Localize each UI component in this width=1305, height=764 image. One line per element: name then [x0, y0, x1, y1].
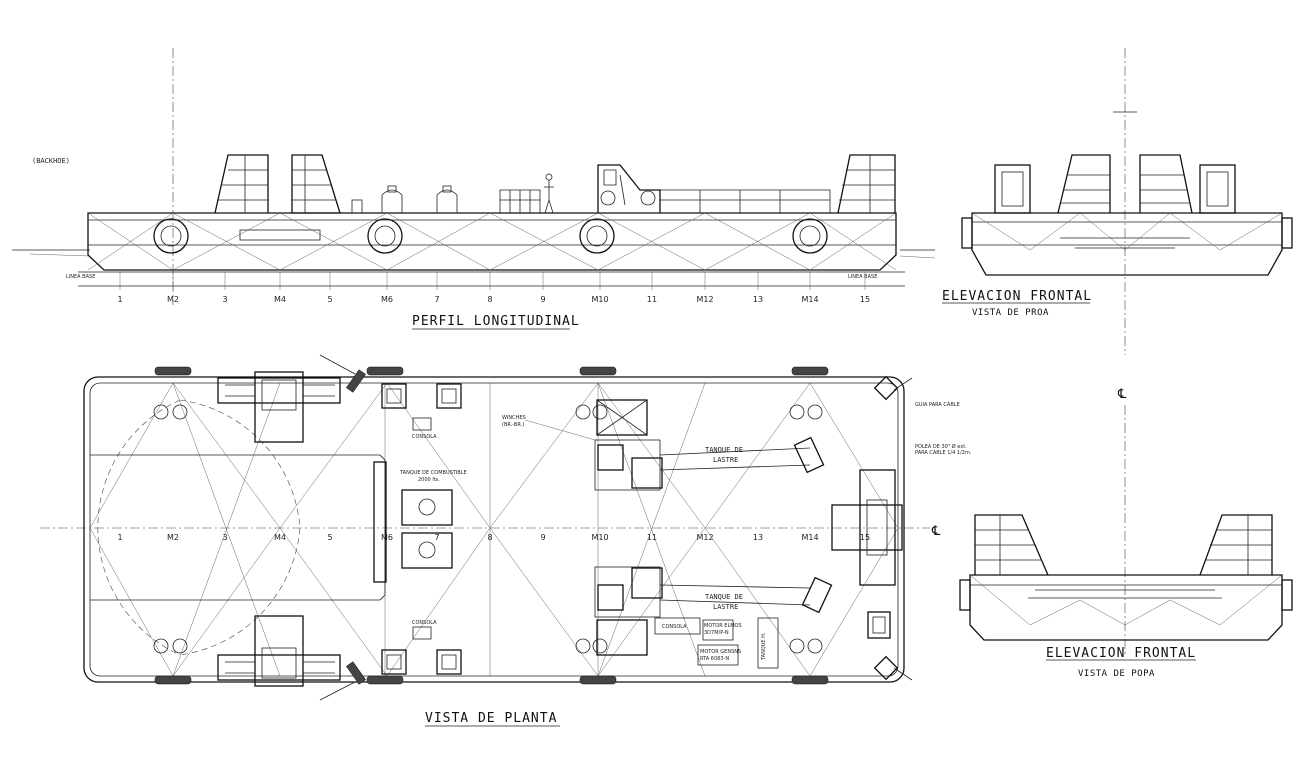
winches-label: WINCHES [502, 415, 526, 421]
centerline-symbol: ℄ [931, 524, 941, 539]
profile-equipment [351, 164, 831, 214]
plan-frame-11: 11 [647, 533, 657, 542]
plan-frame-labels: 1 M2 3 M4 5 M6 7 8 9 M10 11 M12 13 M14 15 [117, 533, 870, 542]
linea-base-right: LINEA BASE [848, 274, 877, 280]
consola-bottom-label: CONSOLA [412, 620, 437, 626]
plan-fenders [154, 366, 829, 685]
plan-frame-8: 8 [487, 533, 492, 542]
profile-truss [87, 212, 897, 271]
planta-title: VISTA DE PLANTA [425, 711, 557, 726]
profile-frame-7: 7 [434, 295, 439, 304]
profile-frame-m14: M14 [801, 295, 818, 304]
profile-frame-m12: M12 [696, 295, 713, 304]
centerline-symbol-top: ℄ [1117, 387, 1127, 402]
profile-towers [214, 154, 896, 241]
profile-frame-15: 15 [860, 295, 870, 304]
plan-frame-m12: M12 [696, 533, 713, 542]
ballast-bot-label-2: LASTRE [713, 603, 738, 611]
profile-frame-m4: M4 [274, 295, 286, 304]
profile-frame-8: 8 [487, 295, 492, 304]
plan-frame-m2: M2 [167, 533, 179, 542]
motor-gen-label-2: RTA 6083-N [700, 656, 729, 662]
fuel-tank-label: TANQUE DE COMBUSTIBLE [399, 470, 467, 476]
consola-top-label: CONSOLA [412, 434, 437, 440]
profile-frame-labels: 1 M2 3 M4 5 M6 7 8 9 M10 11 M12 13 M14 15 [117, 295, 870, 304]
plan-frame-m6: M6 [381, 533, 393, 542]
backhoe-label: (BACKHOE) [32, 157, 70, 165]
plan-frame-5: 5 [327, 533, 332, 542]
profile-view: (BACKHOE) LINEA BASE LINEA BASE 1 M2 3 M4 5 M… [12, 48, 1137, 355]
motor-gen-label-1: MOTOR GENSNS [700, 649, 741, 655]
plan-frame-m10: M10 [591, 533, 608, 542]
plan-tower-bases [217, 371, 903, 687]
ballast-bot-label-1: TANQUE DE [705, 593, 743, 601]
profile-frame-9: 9 [540, 295, 545, 304]
profile-frame-m2: M2 [167, 295, 179, 304]
profile-frame-m10: M10 [591, 295, 608, 304]
tanque-h-label: TANQUE H. [761, 632, 767, 661]
consola-mid-label: CONSOLA [662, 624, 687, 630]
motor-label-1: MOTOR ELMOS [704, 623, 742, 629]
perfil-title: PERFIL LONGITUDINAL [412, 314, 580, 329]
plan-view: 1 M2 3 M4 5 M6 7 8 9 M10 11 M12 13 M14 15 CONSOLA CONS… [40, 354, 1127, 727]
plan-machinery [654, 617, 779, 669]
plan-frame-15: 15 [860, 533, 870, 542]
plan-fuel-tanks [401, 489, 453, 569]
fuel-tank-sub-label: 2000 lts. [418, 477, 440, 483]
bow-elevation: ELEVACION FRONTAL VISTA DE PROA [942, 154, 1293, 318]
profile-frame-ticks [119, 272, 866, 290]
plan-frame-7: 7 [434, 533, 439, 542]
profile-frame-13: 13 [753, 295, 763, 304]
plan-pulleys [319, 354, 913, 701]
linea-base-left: LINEA BASE [66, 274, 95, 280]
plan-frame-3: 3 [222, 533, 227, 542]
plan-fittings [381, 383, 891, 675]
plan-frame-9: 9 [540, 533, 545, 542]
profile-frame-1: 1 [117, 295, 122, 304]
guia-cable-label: GUIA PARA CABLE [915, 402, 960, 408]
polea-label-2: PARA CABLE 1/4 1/2m. [915, 450, 972, 456]
profile-frame-m6: M6 [381, 295, 393, 304]
plan-frame-m4: M4 [274, 533, 286, 542]
plan-frame-1: 1 [117, 533, 122, 542]
winches-sub-label: (BR.-BR.) [502, 422, 524, 428]
elev-proa-title: ELEVACION FRONTAL [942, 289, 1092, 304]
plan-frame-m14: M14 [801, 533, 818, 542]
profile-frame-5: 5 [327, 295, 332, 304]
ballast-top-label-1: TANQUE DE [705, 446, 743, 454]
polea-label-1: POLEA DE 30" Ø ext. [915, 443, 967, 450]
profile-spuds [153, 218, 828, 254]
plan-frame-13: 13 [753, 533, 763, 542]
elev-popa-subtitle: VISTA DE POPA [1078, 669, 1155, 679]
plan-winches [594, 399, 833, 656]
elev-proa-subtitle: VISTA DE PROA [972, 308, 1049, 318]
motor-label-2: 3D7M/P-N [704, 630, 729, 636]
elev-popa-title: ELEVACION FRONTAL [1046, 646, 1196, 661]
profile-frame-11: 11 [647, 295, 657, 304]
stern-elevation: ELEVACION FRONTAL VISTA DE POPA [959, 405, 1293, 679]
plan-spud-wells [153, 404, 823, 654]
ballast-top-label-2: LASTRE [713, 456, 738, 464]
plan-truss [89, 382, 899, 677]
profile-frame-3: 3 [222, 295, 227, 304]
